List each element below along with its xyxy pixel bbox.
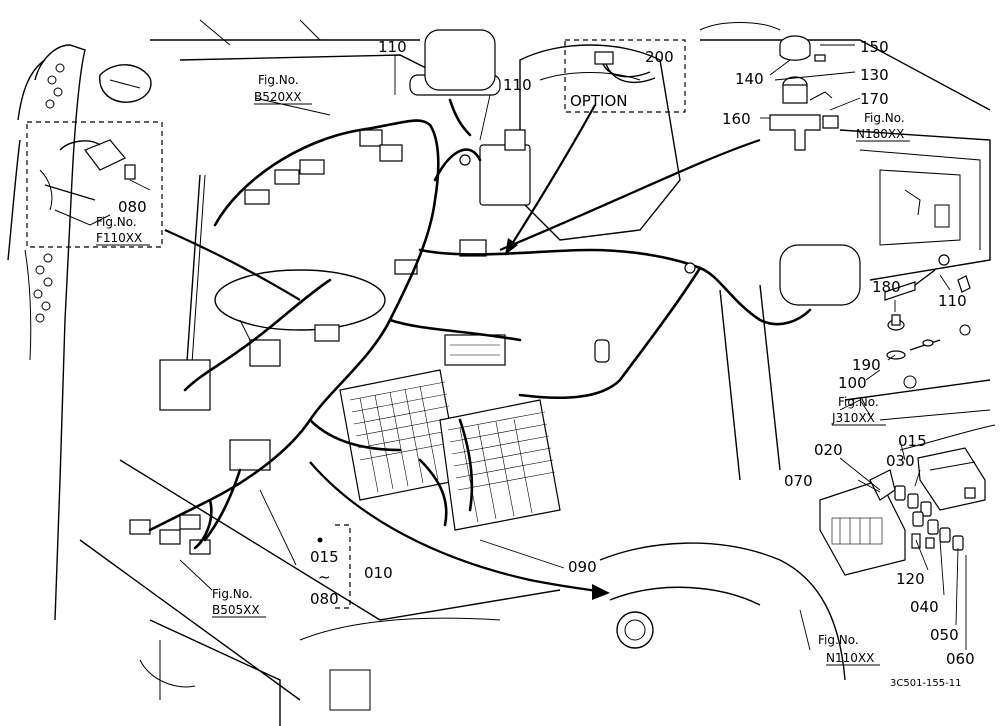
figref-b520-code: B520XX	[254, 90, 302, 104]
callout-range-tilde: ~	[318, 568, 331, 586]
callout-110-right: 110	[938, 292, 967, 310]
figref-b505-label: Fig.No.	[212, 587, 253, 601]
callout-110-mid: 110	[503, 76, 532, 94]
ground-bolt-parts	[884, 254, 971, 360]
figref-j310-label: Fig.No.	[838, 395, 879, 409]
range-bracket	[335, 524, 351, 609]
socket-assembly	[769, 35, 839, 151]
drawing-id: 3C501-155-11	[890, 678, 961, 689]
figref-n110-code: N110XX	[826, 651, 874, 665]
callout-080-inset: 080	[118, 198, 147, 216]
leader-lines	[129, 44, 967, 651]
figref-b505-code: B505XX	[212, 603, 260, 617]
callout-070: 070	[784, 472, 813, 490]
battery	[339, 369, 461, 501]
fuse-box-block	[439, 399, 561, 531]
callout-050: 050	[930, 626, 959, 644]
callout-190: 190	[852, 356, 881, 374]
callout-060: 060	[946, 650, 975, 668]
option-box	[564, 39, 686, 113]
callout-080-range: 080	[310, 590, 339, 608]
callout-010: 010	[364, 564, 393, 582]
controller-module	[819, 469, 906, 576]
callout-015-range: 015	[310, 548, 339, 566]
wire-harness	[148, 98, 812, 550]
callout-150: 150	[860, 38, 889, 56]
callout-020: 020	[814, 441, 843, 459]
figref-n180-label: Fig.No.	[864, 111, 905, 125]
callout-200: 200	[645, 48, 674, 66]
option-harness	[594, 51, 656, 84]
callout-120: 120	[896, 570, 925, 588]
callout-180: 180	[872, 278, 901, 296]
option-label: OPTION	[570, 92, 627, 110]
callout-170: 170	[860, 90, 889, 108]
callout-140: 140	[735, 70, 764, 88]
connector-blocks	[129, 29, 861, 555]
range-dot	[317, 537, 323, 543]
tractor-body-outline	[7, 19, 996, 726]
figref-j310-code: J310XX	[831, 411, 875, 425]
inset-relay	[39, 139, 136, 226]
figref-f110-label: Fig.No.	[96, 215, 137, 229]
callout-100: 100	[838, 374, 867, 392]
pointer-arrows	[164, 104, 761, 600]
callout-130: 130	[860, 66, 889, 84]
figref-f110-code: F110XX	[96, 231, 142, 245]
figref-n180-code: N180XX	[856, 127, 904, 141]
inset-box-f110	[26, 121, 163, 248]
callout-160: 160	[722, 110, 751, 128]
fuse-case	[917, 447, 986, 511]
callout-040: 040	[910, 598, 939, 616]
figref-b520-label: Fig.No.	[258, 73, 299, 87]
figref-n110-label: Fig.No.	[818, 633, 859, 647]
pillar-perforation	[33, 63, 65, 323]
callout-030: 030	[886, 452, 915, 470]
callout-090: 090	[568, 558, 597, 576]
callout-110-top: 110	[378, 38, 407, 56]
callout-015-right: 015	[898, 432, 927, 450]
fuses	[894, 485, 964, 551]
